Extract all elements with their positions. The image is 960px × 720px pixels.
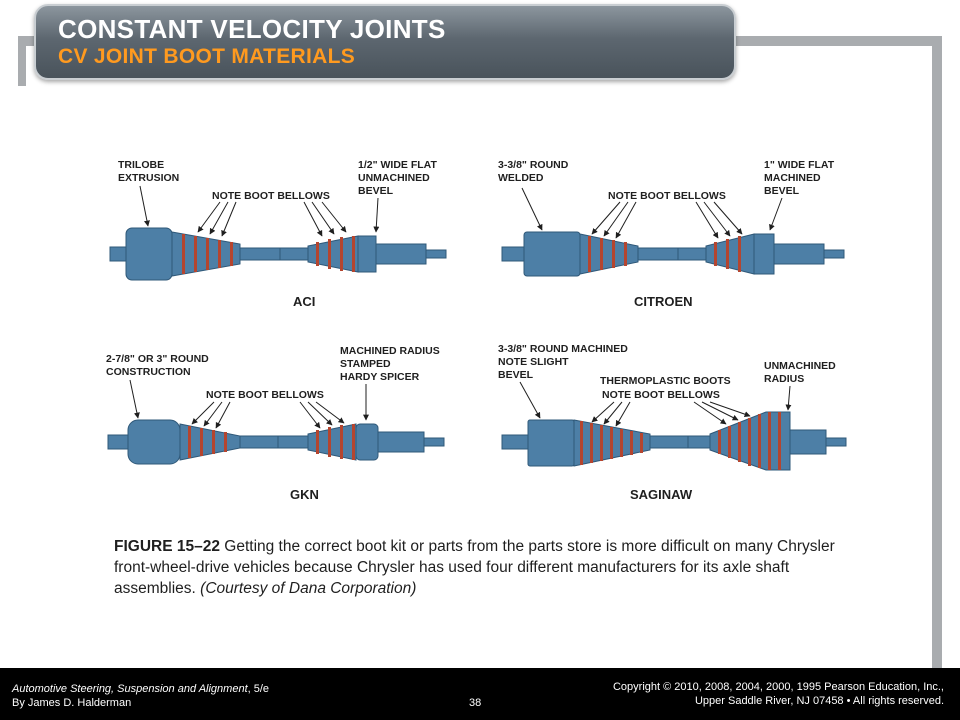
gkn-label-radius-2: STAMPED [340,358,391,370]
page-number: 38 [469,697,482,709]
saginaw-label-round-2: NOTE SLIGHT [498,356,569,368]
slide-title: CONSTANT VELOCITY JOINTS [58,14,446,44]
panel-saginaw: 3-3/8" ROUND MACHINED NOTE SLIGHT BEVEL … [498,343,847,502]
saginaw-label-boots-2: NOTE BOOT BELLOWS [602,389,720,401]
slide-subtitle: CV JOINT BOOT MATERIALS [58,45,356,68]
gkn-label-round-1: 2-7/8" OR 3" ROUND [106,353,209,365]
gkn-label-radius-3: HARDY SPICER [340,371,420,383]
saginaw-label-radius-2: RADIUS [764,373,804,385]
gkn-label-radius-1: MACHINED RADIUS [340,345,440,357]
aci-label-trilobe-1: TRILOBE [118,159,164,171]
citroen-label-bellows: NOTE BOOT BELLOWS [608,190,726,202]
panel-aci: TRILOBE EXTRUSION NOTE BOOT BELLOWS 1/2"… [109,159,447,309]
gkn-label-round-2: CONSTRUCTION [106,366,191,378]
figure-caption: FIGURE 15–22 Getting the correct boot ki… [114,536,844,599]
figure-number: FIGURE 15–22 [114,538,220,555]
citroen-label-bevel-1: 1" WIDE FLAT [764,159,835,171]
saginaw-label-radius-1: UNMACHINED [764,360,836,372]
saginaw-label-round-1: 3-3/8" ROUND MACHINED [498,343,628,355]
title-banner: CONSTANT VELOCITY JOINTS CV JOINT BOOT M… [34,4,736,80]
footer-author: By James D. Halderman [12,697,132,709]
cv-joint-diagram-svg: TRILOBE EXTRUSION NOTE BOOT BELLOWS 1/2"… [106,159,847,502]
panel-citroen: 3-3/8" ROUND WELDED NOTE BOOT BELLOWS 1"… [498,159,845,309]
citroen-label-bevel-2: MACHINED [764,172,821,184]
citroen-label-round-2: WELDED [498,172,544,184]
citroen-name: CITROEN [634,294,693,309]
footer-publisher: Upper Saddle River, NJ 07458 • All right… [694,695,944,707]
footer-copyright-block: Copyright © 2010, 2008, 2004, 2000, 1995… [613,680,944,708]
gkn-label-bellows: NOTE BOOT BELLOWS [206,389,324,401]
caption-text: Getting the correct boot kit or parts fr… [114,538,835,597]
aci-name: ACI [293,294,315,309]
saginaw-label-boots-1: THERMOPLASTIC BOOTS [600,375,731,387]
footer-edition: , 5/e [247,683,270,695]
footer-bar: Automotive Steering, Suspension and Alig… [0,668,960,720]
saginaw-name: SAGINAW [630,487,693,502]
footer-book-info: Automotive Steering, Suspension and Alig… [12,682,269,710]
frame-left-line [18,36,26,86]
aci-label-trilobe-2: EXTRUSION [118,172,179,184]
aci-label-bevel-2: UNMACHINED [358,172,430,184]
saginaw-label-round-3: BEVEL [498,369,534,381]
citroen-label-bevel-3: BEVEL [764,185,800,197]
aci-label-bevel-1: 1/2" WIDE FLAT [358,159,437,171]
cv-joint-diagram: TRILOBE EXTRUSION NOTE BOOT BELLOWS 1/2"… [90,148,870,520]
aci-label-bevel-3: BEVEL [358,185,394,197]
panel-gkn: 2-7/8" OR 3" ROUND CONSTRUCTION NOTE BOO… [106,345,445,502]
gkn-name: GKN [290,487,319,502]
caption-courtesy: (Courtesy of Dana Corporation) [200,580,417,597]
footer-book-title: Automotive Steering, Suspension and Alig… [12,683,248,695]
frame-right-line [932,36,942,668]
footer-copyright: Copyright © 2010, 2008, 2004, 2000, 1995… [612,681,944,693]
citroen-label-round-1: 3-3/8" ROUND [498,159,569,171]
aci-label-bellows: NOTE BOOT BELLOWS [212,190,330,202]
